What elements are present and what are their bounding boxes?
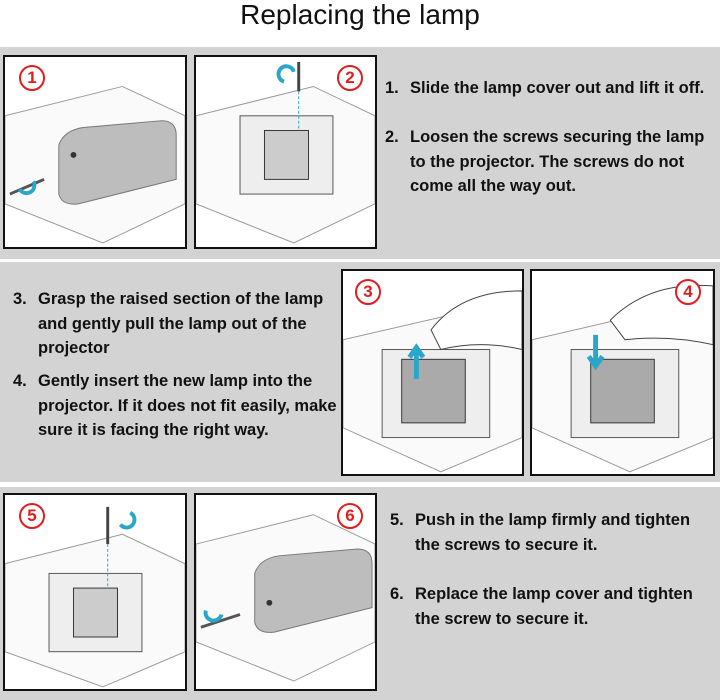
page-title: Replacing the lamp xyxy=(240,0,480,30)
step-6-text: 6.Replace the lamp cover and tighten the… xyxy=(390,585,693,628)
step-badge-1: 1 xyxy=(19,65,45,91)
illustration-step-6: 6 xyxy=(194,493,377,691)
step-badge-4: 4 xyxy=(675,279,701,305)
step-badge-3: 3 xyxy=(355,279,381,305)
step-4-text: 4.Gently insert the new lamp into the pr… xyxy=(13,372,337,439)
illustration-step-1: 1 xyxy=(3,55,187,249)
step-badge-6: 6 xyxy=(337,503,363,529)
step-1-text: 1.Slide the lamp cover out and lift it o… xyxy=(385,79,705,97)
illustration-step-3: 3 xyxy=(341,269,524,476)
illustration-step-5: 5 xyxy=(3,493,187,691)
illustration-step-2: 2 xyxy=(194,55,377,249)
step-3-text: 3.Grasp the raised section of the lamp a… xyxy=(13,290,324,357)
step-badge-2: 2 xyxy=(337,65,363,91)
step-2-text: 2.Loosen the screws securing the lamp to… xyxy=(385,128,705,195)
step-badge-5: 5 xyxy=(19,503,45,529)
step-5-text: 5.Push in the lamp firmly and tighten th… xyxy=(390,511,691,554)
illustration-step-4: 4 xyxy=(530,269,715,476)
